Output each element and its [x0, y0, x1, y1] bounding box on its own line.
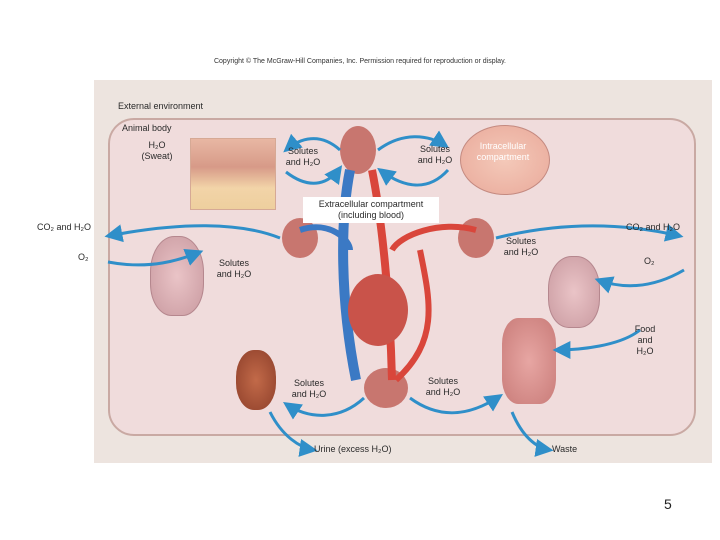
capillary-bed-top [340, 126, 376, 174]
label-co2-h2o-right: CO₂ and H₂O [626, 222, 681, 232]
pulmonary-artery-right [389, 223, 477, 252]
label-solutes-h2o-top-right: Solutes and H₂O [417, 144, 453, 165]
label-co2-h2o-left: CO₂ and H₂O [37, 222, 92, 232]
label-extracellular-compartment: Extracellular compartment (including blo… [303, 197, 439, 223]
label-animal-body: Animal body [122, 123, 172, 133]
capillary-bed-right-lung [458, 218, 494, 258]
vein-main [338, 169, 361, 381]
label-waste: Waste [552, 444, 578, 454]
label-intracellular-compartment: Intracellular compartment [476, 141, 530, 162]
arrow-o2-right [594, 268, 685, 294]
arrow-solutes-right-out [377, 130, 449, 152]
label-external-environment: External environment [118, 101, 204, 111]
arrow-co2-right [495, 223, 684, 242]
label-o2-left: O₂ [78, 252, 89, 262]
label-solutes-h2o-right-lung: Solutes and H₂O [503, 236, 539, 257]
label-h2o-sweat: H₂O (Sweat) [141, 140, 173, 161]
systemic-artery [393, 249, 432, 383]
arrow-kidney-exchange [283, 396, 366, 420]
label-solutes-h2o-gut: Solutes and H₂O [425, 376, 461, 397]
pulmonary-vein-left [299, 224, 353, 251]
intracellular-illustration [460, 125, 550, 195]
kidney-illustration [236, 350, 276, 410]
arrow-gut-exchange [409, 394, 503, 415]
skin-illustration [190, 138, 276, 210]
arrow-sweat-exchange [285, 165, 343, 185]
arrow-food-in [552, 328, 641, 359]
digestive-tract-illustration [502, 318, 556, 404]
label-solutes-h2o-kidney: Solutes and H₂O [291, 378, 327, 399]
label-urine: Urine (excess H₂O) [314, 444, 392, 454]
artery-main [368, 169, 396, 381]
arrow-urine [268, 411, 318, 457]
right-lung-illustration [548, 256, 600, 328]
label-solutes-h2o-top-left: Solutes and H₂O [285, 146, 321, 167]
arrow-co2-left [104, 224, 281, 243]
arrow-o2-left [107, 248, 204, 267]
heart-illustration [348, 274, 408, 346]
arrow-solutes-left [283, 133, 342, 153]
copyright-notice: Copyright © The McGraw-Hill Companies, I… [213, 58, 506, 65]
arrow-solutes-right-in [377, 167, 450, 187]
page-number: 5 [664, 496, 672, 512]
label-solutes-h2o-left-lung: Solutes and H₂O [216, 258, 252, 279]
arrow-waste [510, 411, 554, 457]
label-o2-right: O₂ [644, 256, 655, 266]
capillary-bed-left-lung [282, 218, 318, 258]
label-food-h2o: Food and H₂O [634, 324, 656, 356]
